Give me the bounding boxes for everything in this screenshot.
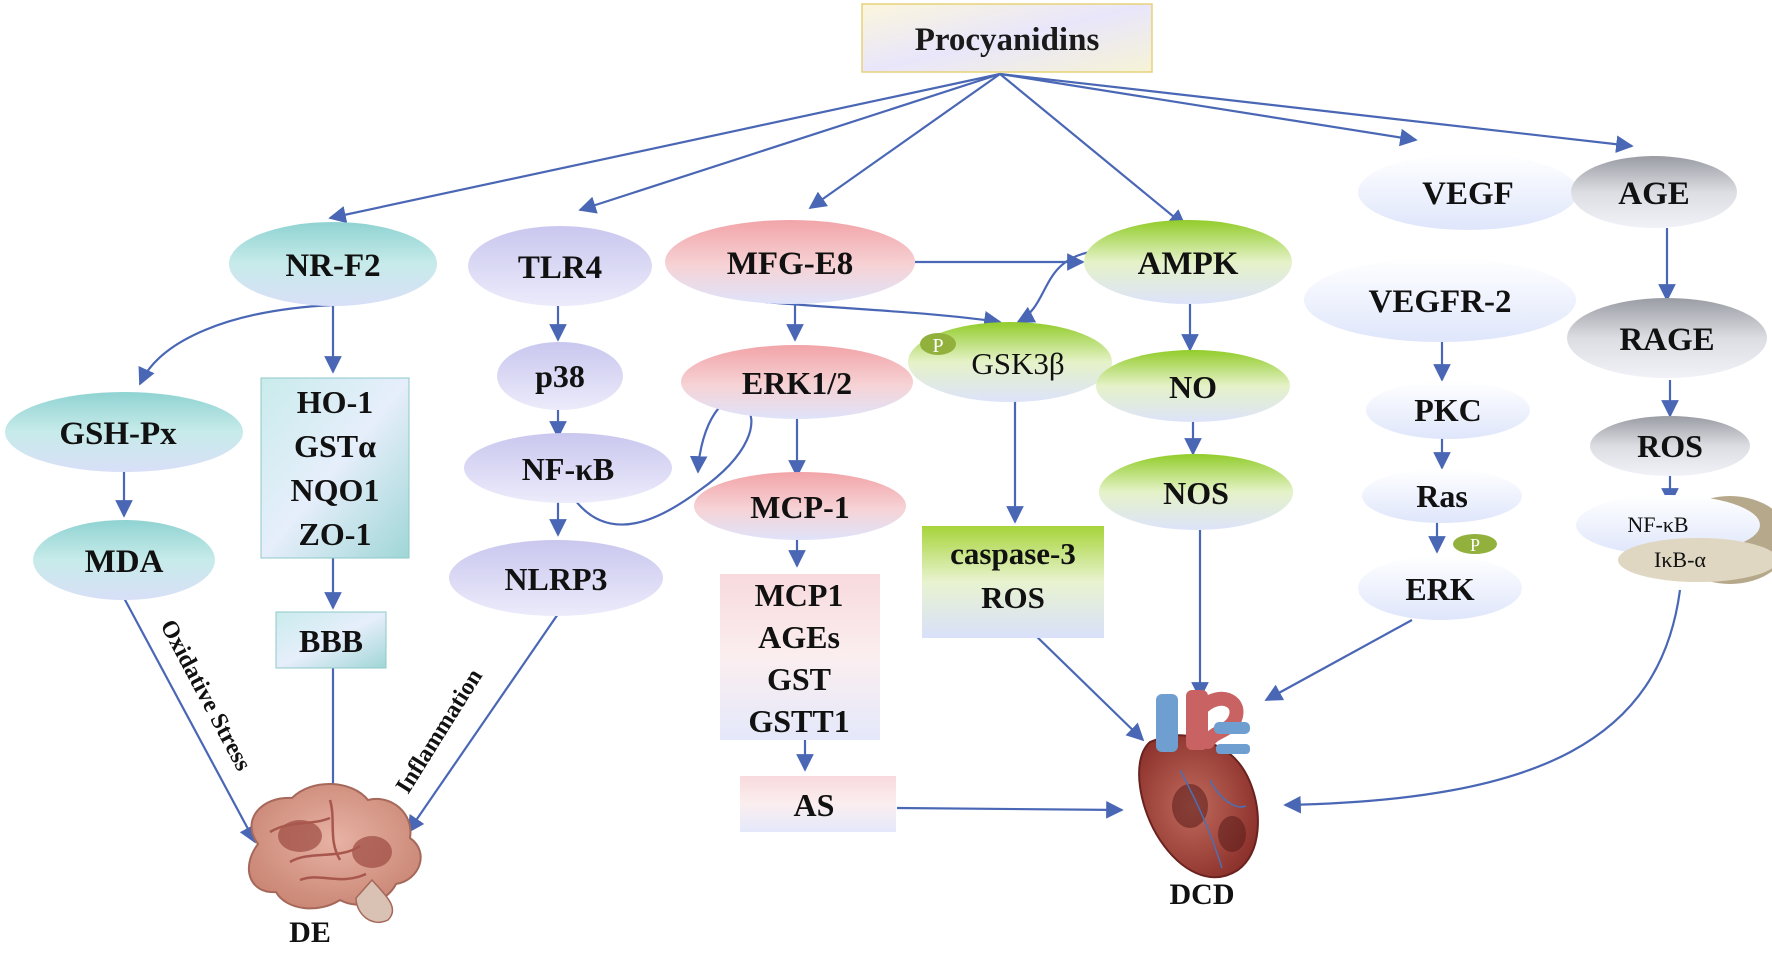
arrow-nfkb2-dcd <box>1283 589 1682 814</box>
age-node: AGE <box>1571 156 1737 228</box>
gsk3b-node: GSK3β P <box>908 322 1112 402</box>
svg-text:GSH-Px: GSH-Px <box>59 416 177 452</box>
arrow-nlrp3-de <box>407 613 559 834</box>
svg-text:MDA: MDA <box>85 544 164 580</box>
arrow-top-tlr4 <box>578 72 1001 214</box>
svg-text:GSTT1: GSTT1 <box>748 703 849 739</box>
svg-text:GST: GST <box>767 661 831 697</box>
svg-text:ERK1/2: ERK1/2 <box>742 365 852 401</box>
phospho-label: P <box>932 335 943 357</box>
svg-text:RAGE: RAGE <box>1619 322 1714 358</box>
svg-text:AMPK: AMPK <box>1138 246 1239 282</box>
tlr4-node: TLR4 <box>468 226 652 306</box>
svg-text:GSTα: GSTα <box>294 428 376 464</box>
nfkb-ikba-node: NF-κB IκB-α <box>1576 495 1772 584</box>
arrow-top-vegf <box>999 72 1418 147</box>
vegf-node: VEGF <box>1358 154 1578 230</box>
svg-text:AGE: AGE <box>1618 176 1690 212</box>
svg-text:AGEs: AGEs <box>758 619 840 655</box>
svg-text:NO: NO <box>1169 369 1217 405</box>
svg-text:AS: AS <box>794 787 835 823</box>
svg-text:NQO1: NQO1 <box>291 472 380 508</box>
svg-text:NF-κB: NF-κB <box>522 451 614 487</box>
arrow-as-dcd <box>896 801 1124 819</box>
svg-text:Ras: Ras <box>1416 478 1468 514</box>
ras-node: Ras <box>1362 469 1522 523</box>
svg-text:NOS: NOS <box>1163 475 1229 511</box>
svg-text:ERK: ERK <box>1405 571 1474 607</box>
mcp-block-node: MCP1 AGEs GST GSTT1 <box>720 574 880 740</box>
mda-node: MDA <box>33 520 215 600</box>
mcp1-node: MCP-1 <box>694 472 906 540</box>
svg-text:MFG-E8: MFG-E8 <box>727 246 853 282</box>
dcd-label: DCD <box>1170 878 1235 911</box>
phospho-badge-erk <box>1453 534 1497 554</box>
svg-text:VEGF: VEGF <box>1422 176 1514 212</box>
vegfr2-node: VEGFR-2 <box>1304 258 1576 342</box>
svg-text:ZO-1: ZO-1 <box>299 516 372 552</box>
nos-node: NOS <box>1099 454 1293 530</box>
erk-node: ERK P <box>1358 534 1522 620</box>
nlrp3-node: NLRP3 <box>449 540 663 616</box>
svg-text:NR-F2: NR-F2 <box>285 248 380 284</box>
svg-text:PKC: PKC <box>1414 392 1482 428</box>
arrow-top-nrf2 <box>328 72 1001 224</box>
ampk-node: AMPK <box>1084 220 1292 304</box>
de-label: DE <box>289 916 331 949</box>
nrf2-node: NR-F2 <box>229 222 437 306</box>
procyanidins-node: Procyanidins <box>861 3 1153 73</box>
svg-text:BBB: BBB <box>299 623 363 659</box>
ikba-label: IκB-α <box>1654 547 1706 572</box>
arrow-nrf2-gshpx <box>138 303 334 386</box>
svg-text:GSK3β: GSK3β <box>971 346 1064 381</box>
inflammation-label: Inflammation <box>391 665 488 799</box>
svg-text:VEGFR-2: VEGFR-2 <box>1369 284 1512 320</box>
svg-text:NLRP3: NLRP3 <box>504 561 607 597</box>
svg-text:TLR4: TLR4 <box>518 250 602 286</box>
arrow-ampk-gsk3b <box>1016 250 1091 323</box>
caspase-block-node: caspase-3 ROS <box>922 526 1104 638</box>
heart-icon <box>1138 690 1259 879</box>
no-node: NO <box>1096 350 1290 422</box>
arrow-caspase-dcd <box>1031 631 1145 742</box>
phospho-badge <box>920 333 956 355</box>
ho1-block-node: HO-1 GSTα NQO1 ZO-1 <box>260 377 410 559</box>
gshpx-node: GSH-Px <box>5 392 243 472</box>
svg-text:HO-1: HO-1 <box>297 384 373 420</box>
arrow-top-age <box>999 72 1634 153</box>
nfkb2-label: NF-κB <box>1627 512 1688 537</box>
svg-text:p38: p38 <box>535 358 585 394</box>
rage-node: RAGE <box>1567 298 1767 378</box>
arrow-erk-dcd <box>1264 619 1413 701</box>
pkc-node: PKC <box>1366 381 1530 439</box>
arrows <box>115 72 1682 844</box>
svg-text:ROS: ROS <box>1637 428 1703 464</box>
svg-text:MCP1: MCP1 <box>755 577 844 613</box>
nfkb-node: NF-κB <box>464 433 672 503</box>
title-text: Procyanidins <box>915 22 1100 58</box>
ros-node: ROS <box>1590 416 1750 476</box>
brain-icon <box>248 783 422 923</box>
arrow-top-mfge8 <box>808 73 1001 210</box>
arrow-nfkb-mcp1-curve <box>574 398 753 526</box>
p38-node: p38 <box>497 342 623 410</box>
arrow-mda-de <box>123 597 256 844</box>
as-node: AS <box>740 776 896 832</box>
bbb-node: BBB <box>275 611 387 669</box>
mfge8-node: MFG-E8 <box>665 220 915 304</box>
arrow-mfge8-gsk3b <box>764 300 1002 329</box>
phospho-label-erk: P <box>1470 535 1480 555</box>
svg-text:caspase-3: caspase-3 <box>950 536 1076 571</box>
arrow-top-ampk <box>999 73 1187 228</box>
svg-text:ROS: ROS <box>981 580 1045 615</box>
svg-text:MCP-1: MCP-1 <box>750 489 850 525</box>
erk12-node: ERK1/2 <box>681 345 913 419</box>
